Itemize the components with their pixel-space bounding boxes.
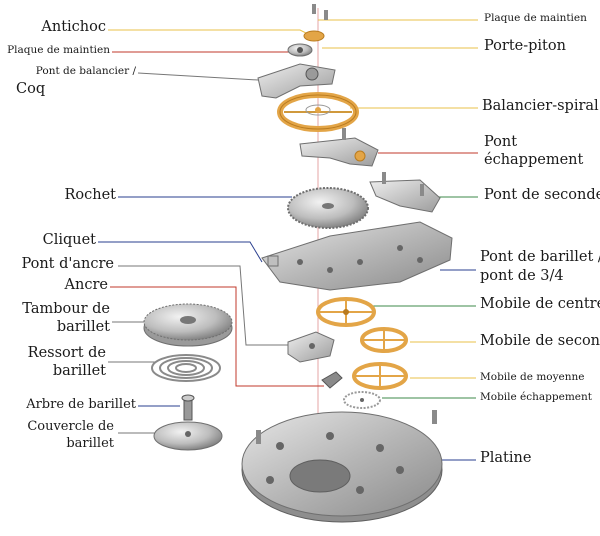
coq-bridge-part	[257, 63, 336, 99]
label-rochet: Rochet	[64, 187, 116, 203]
label-coq: Coq	[16, 81, 46, 97]
seconds-bridge-part	[369, 172, 441, 213]
leader-ancre	[110, 286, 324, 387]
label-mobile-moyenne: Mobile de moyenne	[480, 371, 585, 383]
leader-coq	[137, 72, 259, 81]
leader-plaque-left	[112, 45, 301, 53]
main-plate-part	[241, 410, 443, 523]
label-ressort-2: barillet	[52, 363, 106, 379]
barrel-bridge-part	[261, 221, 453, 291]
label-pont-barillet-1: Pont de barillet /	[480, 249, 600, 265]
label-ancre: Ancre	[64, 277, 108, 293]
leader-cliquet	[98, 241, 263, 263]
label-pont-seconde: Pont de seconde	[484, 187, 600, 203]
antichoc-part	[303, 4, 328, 42]
label-pont-echappement-1: Pont	[484, 134, 518, 150]
label-tambour-2: barillet	[56, 319, 110, 335]
label-balancier-spiral: Balancier-spiral	[482, 98, 599, 114]
leader-lines	[98, 19, 478, 461]
label-plaque-maintien-left: Plaque de maintien	[7, 44, 110, 56]
plaque-maintien-part	[287, 43, 313, 57]
label-couvercle-2: barillet	[66, 436, 114, 451]
label-mobile-seconde: Mobile de seconde	[480, 333, 600, 349]
barrel-drum-part	[143, 303, 233, 347]
label-pont-barillet-2: pont de 3/4	[480, 268, 564, 284]
label-mobile-echappement: Mobile échappement	[480, 391, 592, 403]
label-mobile-centre: Mobile de centre	[480, 296, 600, 312]
label-pont-ancre: Pont d'ancre	[21, 256, 114, 272]
pallet-bridge-part	[287, 331, 335, 363]
ratchet-wheel-part	[287, 187, 369, 229]
pallet-fork-part	[321, 371, 343, 389]
label-pont-balancier: Pont de balancier /	[35, 65, 136, 77]
label-couvercle-1: Couvercle de	[27, 419, 114, 434]
barrel-arbor-part	[181, 394, 195, 421]
balance-wheel-part	[277, 92, 359, 132]
leader-pont-ancre	[118, 265, 296, 346]
label-arbre: Arbre de barillet	[26, 397, 136, 412]
leader-antichoc	[108, 29, 313, 37]
barrel-cover-part	[153, 421, 223, 451]
label-pont-echappement-2: échappement	[484, 152, 584, 168]
mainspring-part	[151, 354, 221, 382]
label-antichoc: Antichoc	[41, 19, 106, 35]
label-cliquet: Cliquet	[42, 232, 96, 248]
escapement-bridge-part	[299, 128, 379, 167]
label-porte-piton: Porte-piton	[484, 38, 566, 54]
escape-wheel-part	[343, 391, 381, 409]
seconds-wheel-part	[360, 327, 408, 353]
center-wheel-part	[316, 297, 376, 327]
label-platine: Platine	[480, 450, 532, 466]
label-plaque-maintien-right: Plaque de maintien	[484, 12, 587, 24]
label-ressort-1: Ressort de	[27, 345, 106, 361]
label-tambour-1: Tambour de	[22, 301, 110, 317]
third-wheel-part	[352, 362, 408, 390]
